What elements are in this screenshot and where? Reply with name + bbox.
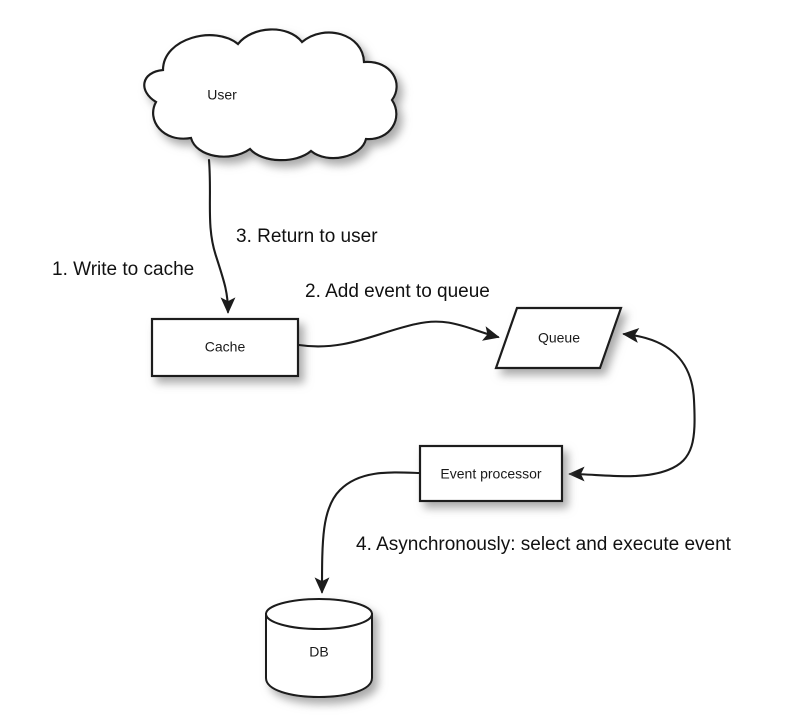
node-event-processor[interactable]: Event processor [418,444,564,503]
step-label-4: 4. Asynchronously: select and execute ev… [356,534,732,555]
cloud-shape [143,28,398,162]
edge-path-queue-loop [568,328,696,482]
node-label-event-processor: Event processor [440,466,541,482]
node-label-queue: Queue [538,330,580,346]
edge-path-execute-event [314,471,421,594]
node-cache[interactable]: Cache [150,317,300,378]
step-label-3: 3. Return to user [236,226,378,247]
db-top-ellipse [265,598,373,630]
node-label-user: User [207,87,237,103]
edge-path-add-event-to-queue [297,320,500,348]
db-body [265,613,373,699]
edge-cache-to-queue[interactable] [297,320,500,348]
node-label-cache: Cache [205,339,246,355]
edge-event-processor-to-db[interactable] [314,471,421,594]
edge-user-to-cache[interactable] [207,158,236,314]
node-label-db: DB [309,644,328,660]
edge-path-write-to-cache [207,158,236,314]
edge-queue-event-processor-loop[interactable] [568,328,696,482]
db-cylinder [265,598,373,699]
event-processor-rect [418,444,564,503]
node-user[interactable]: User [143,28,398,162]
step-label-1: 1. Write to cache [52,259,194,280]
step-label-2: 2. Add event to queue [305,281,490,302]
node-db[interactable]: DB [265,598,373,699]
node-queue[interactable]: Queue [494,306,623,370]
cache-rect [150,317,300,378]
